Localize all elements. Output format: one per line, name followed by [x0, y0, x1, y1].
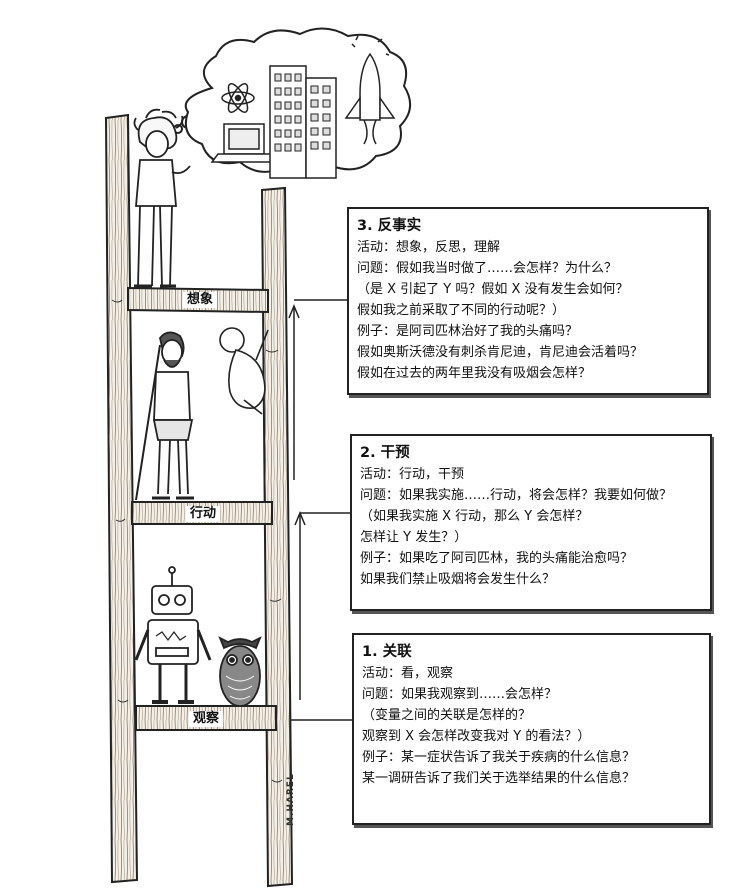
rung-label-observation: 观察: [189, 711, 224, 727]
arrow-middle: [294, 511, 350, 700]
intervention-box: 2. 干预 活动：行动，干预 问题：如果我实施……行动，将会怎样？我要如何做？ …: [350, 434, 712, 611]
counterfactual-line: 例子：是阿司匹林治好了我的头痛吗？: [357, 324, 579, 339]
owl-figure: [218, 636, 262, 707]
baby-figure: [219, 327, 269, 415]
counterfactual-line: 假如奥斯沃德没有刺杀肯尼迪，肯尼迪会活着吗？: [357, 345, 644, 360]
buildings-icon: [269, 65, 337, 179]
intervention-line: 活动：行动，干预: [360, 467, 465, 482]
association-line: 问题：如果我观察到……会怎样？: [362, 687, 558, 702]
intervention-line: 如果我们禁止吸烟将会发生什么？: [360, 572, 556, 587]
artist-signature: M.HAREL: [286, 773, 296, 826]
robot-figure: [134, 566, 212, 704]
counterfactual-box: 3. 反事实 活动：想象，反思，理解 问题：假如我当时做了……会怎样？为什么？ …: [347, 207, 709, 395]
association-title: 1. 关联: [362, 644, 412, 660]
intervention-line: 例子：如果吃了阿司匹林，我的头痛能治愈吗？: [360, 551, 634, 566]
rung-label-action: 行动: [186, 506, 221, 522]
counterfactual-title: 3. 反事实: [357, 218, 422, 234]
arrow-top: [288, 299, 347, 480]
intervention-title: 2. 干预: [360, 445, 410, 461]
association-box: 1. 关联 活动：看，观察 问题：如果我观察到……会怎样？ （变量之间的关联是怎…: [352, 633, 711, 825]
counterfactual-line: （是 X 引起了 Y 吗？假如 X 没有发生会如何？: [357, 282, 629, 297]
intervention-line: 怎样让 Y 发生？）: [360, 530, 468, 545]
counterfactual-line: 假如我之前采取了不同的行动呢？）: [357, 303, 566, 318]
association-line: 例子：某一症状告诉了我关于疾病的什么信息？: [362, 750, 636, 765]
association-line: （变量之间的关联是怎样的？: [362, 708, 532, 723]
counterfactual-line: 假如在过去的两年里我没有吸烟会怎样？: [357, 366, 592, 381]
atom-icon: [221, 83, 255, 113]
rung-label-imagination: 想象: [183, 292, 218, 308]
association-line: 某一调研告诉了我们关于选举结果的什么信息？: [362, 771, 636, 786]
association-line: 观察到 X 会怎样改变我对 Y 的看法？）: [362, 729, 591, 744]
thinker-figure: [133, 108, 191, 288]
caveman-figure: [135, 331, 194, 501]
intervention-line: （如果我实施 X 行动，那么 Y 会怎样？: [360, 509, 589, 524]
counterfactual-line: 活动：想象，反思，理解: [357, 240, 501, 255]
association-line: 活动：看，观察: [362, 666, 454, 681]
laptop-icon: [210, 123, 278, 163]
counterfactual-line: 问题：假如我当时做了……会怎样？为什么？: [357, 261, 618, 276]
intervention-line: 问题：如果我实施……行动，将会怎样？我要如何做？: [360, 488, 673, 503]
rocket-icon: [344, 35, 396, 145]
ladder-left-pole: [104, 113, 139, 884]
